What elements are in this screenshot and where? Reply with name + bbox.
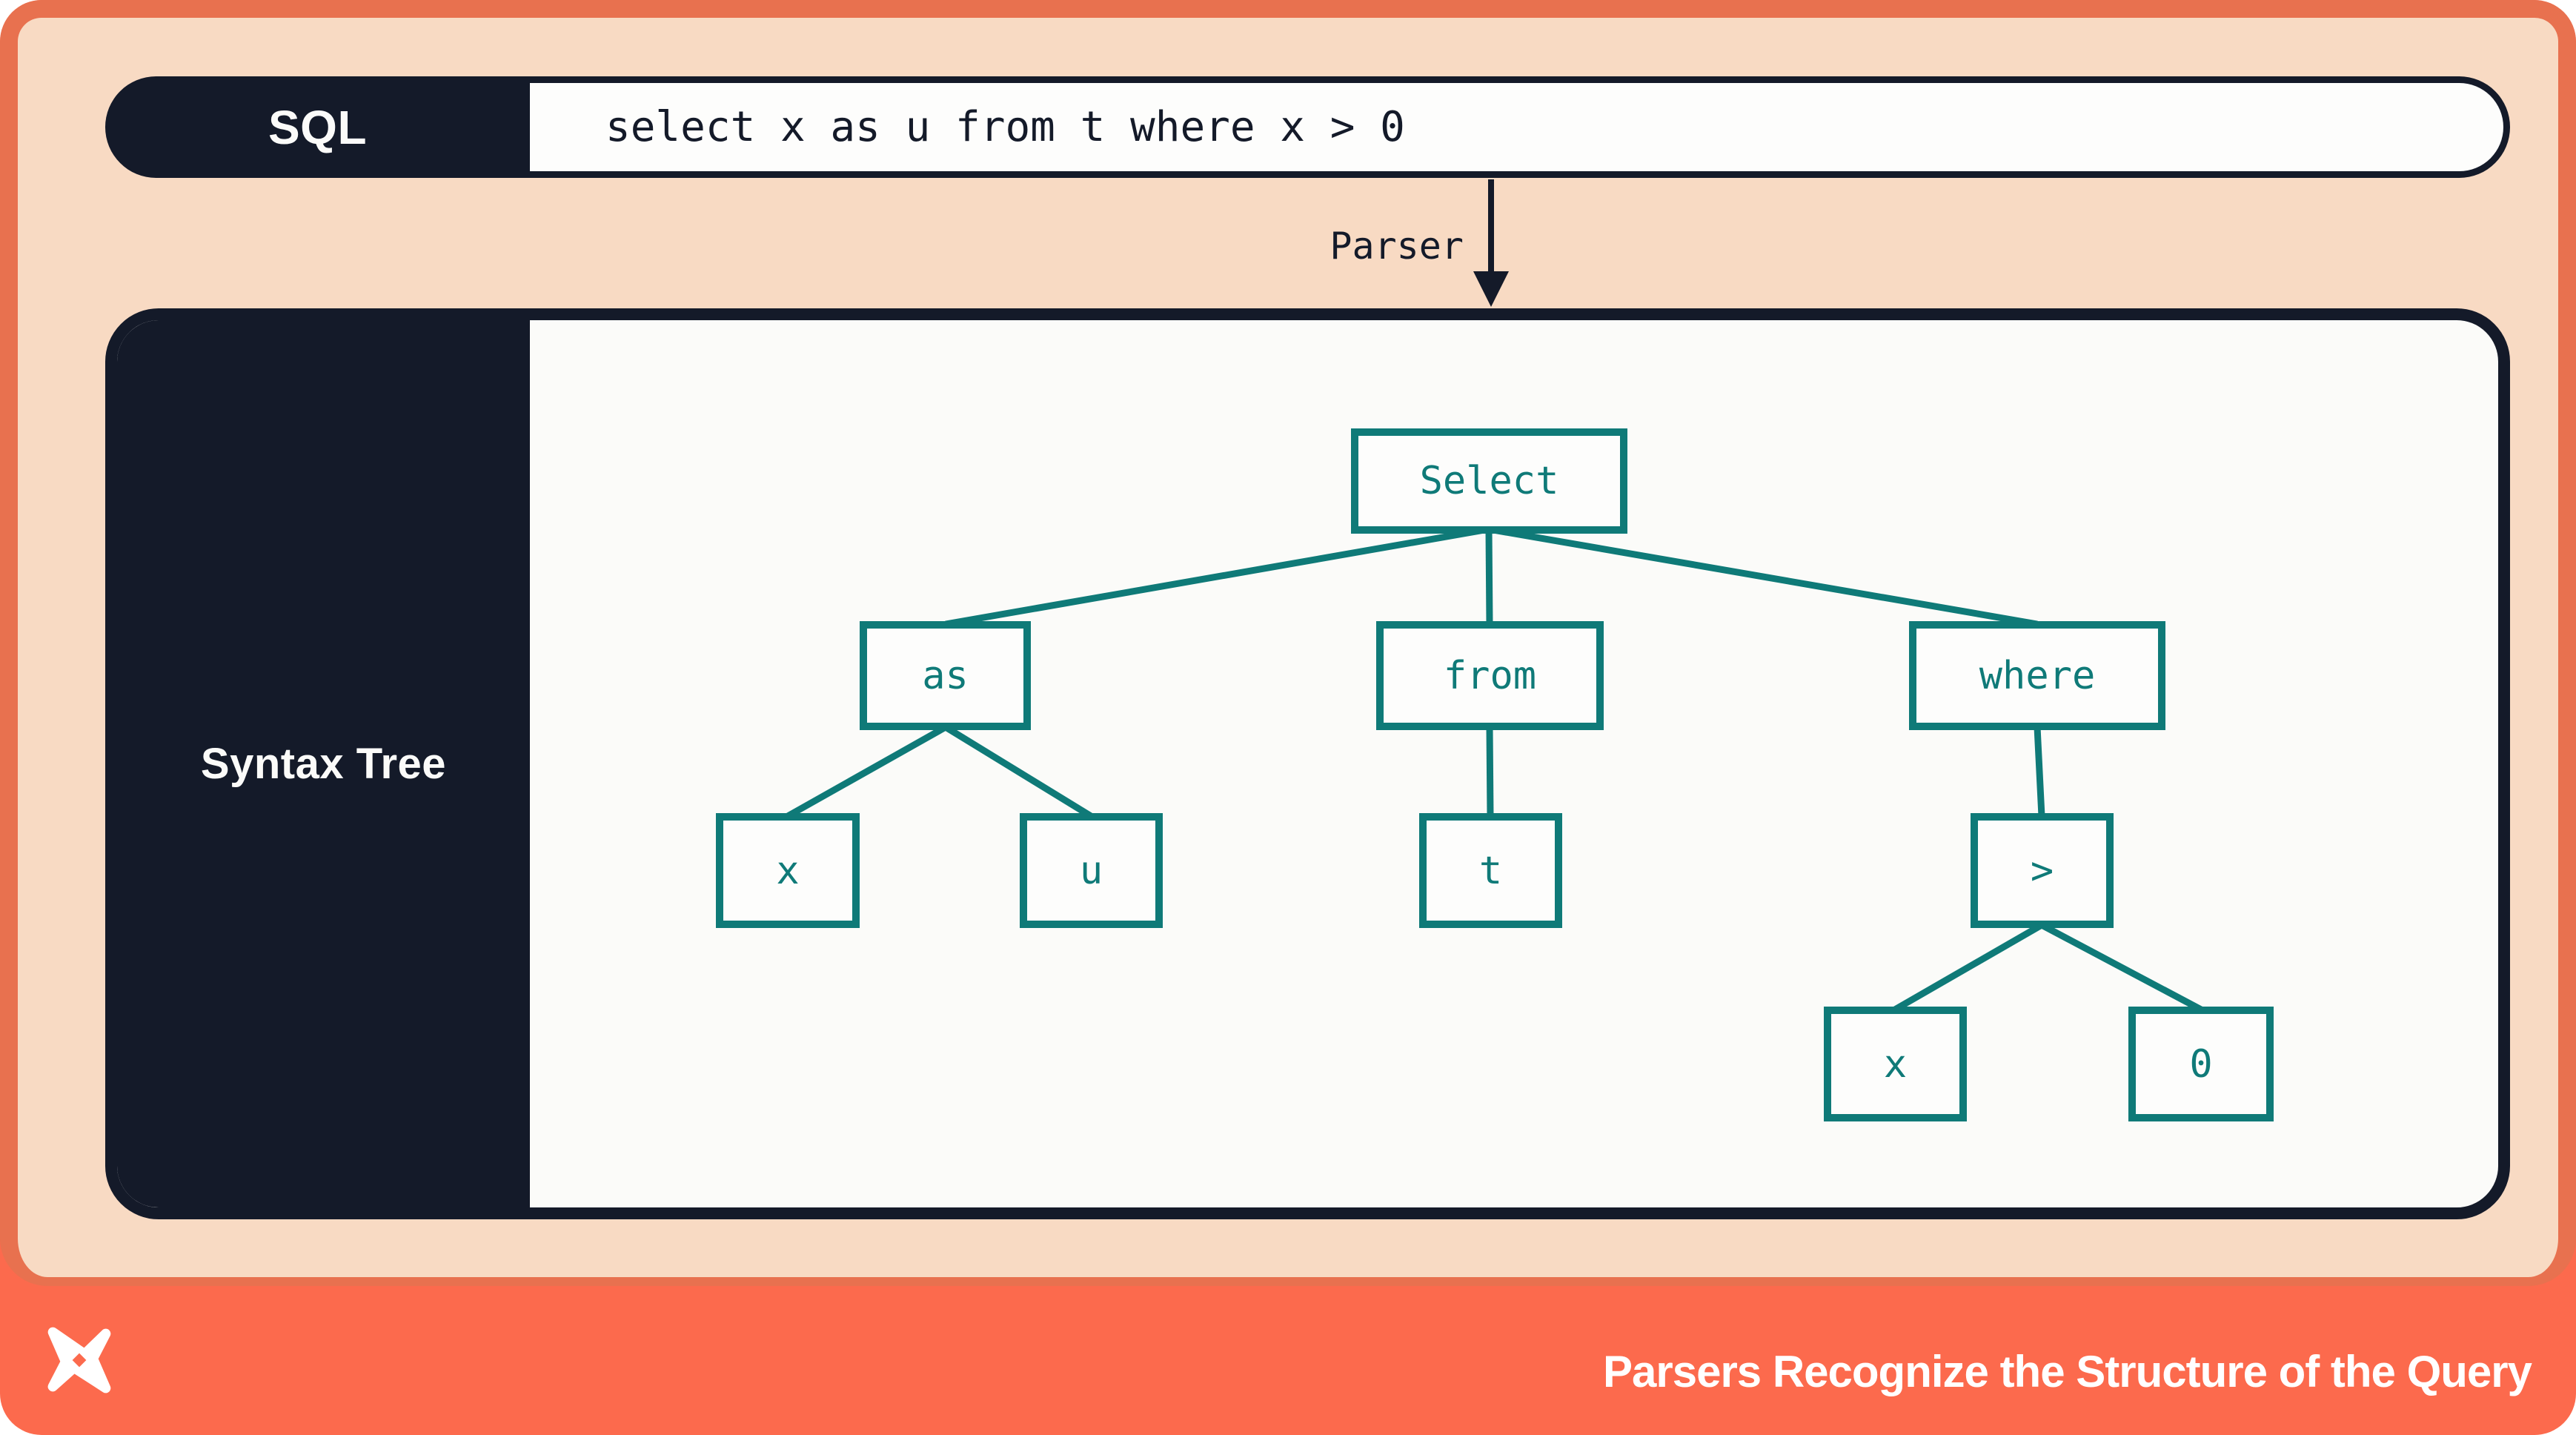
syntax-tree-sidebar: Syntax Tree bbox=[117, 320, 530, 1207]
parser-label: Parser bbox=[1330, 225, 1464, 268]
tree-node-zero: 0 bbox=[2128, 1007, 2274, 1121]
tree-node-where: where bbox=[1909, 621, 2165, 730]
tree-node-greater-than: > bbox=[1971, 813, 2114, 928]
syntax-tree-label: Syntax Tree bbox=[200, 740, 447, 788]
footer-title: Parsers Recognize the Structure of the Q… bbox=[1602, 1347, 2532, 1396]
tree-node-as: as bbox=[860, 621, 1031, 730]
tree-node-select: Select bbox=[1351, 428, 1627, 534]
tree-node-x-alias: x bbox=[716, 813, 860, 928]
sql-bar-query-zone: select x as u from t where x > 0 bbox=[530, 83, 2503, 171]
dolt-logo-icon bbox=[47, 1327, 111, 1393]
sql-query-text: select x as u from t where x > 0 bbox=[605, 103, 1405, 151]
sql-bar-label: SQL bbox=[268, 100, 368, 154]
logo-diamond-cutout bbox=[72, 1353, 87, 1368]
sql-bar-label-zone: SQL bbox=[105, 76, 530, 178]
tree-node-u: u bbox=[1020, 813, 1163, 928]
tree-node-t: t bbox=[1419, 813, 1562, 928]
syntax-tree-panel: Syntax Tree bbox=[105, 308, 2510, 1219]
tree-node-from: from bbox=[1376, 621, 1604, 730]
sql-bar: SQL select x as u from t where x > 0 bbox=[105, 76, 2510, 178]
tree-node-x-operand: x bbox=[1824, 1007, 1967, 1121]
